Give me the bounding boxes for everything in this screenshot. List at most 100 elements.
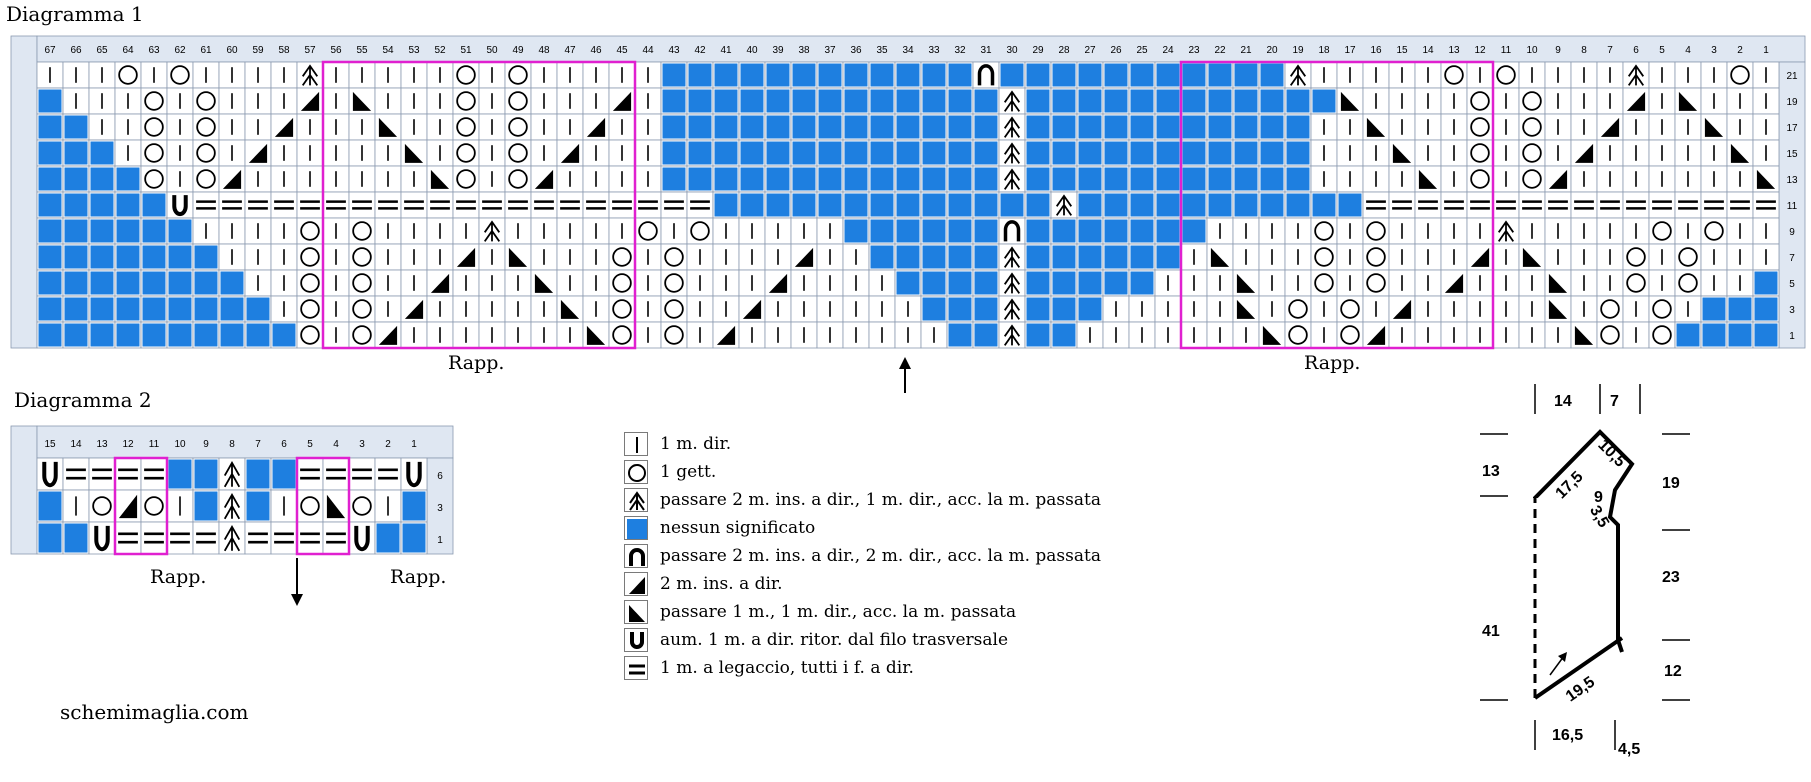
empty-blue-cell [116,271,140,295]
stitch-grid [36,61,1780,349]
empty-blue-cell [974,89,998,113]
yarn-over-symbol [300,496,320,516]
column-number: 18 [1318,45,1330,56]
column-header-band [36,35,1806,63]
empty-blue-cell [922,63,946,87]
ssk-symbol [1704,117,1724,137]
empty-blue-cell [792,63,816,87]
yarn-over-symbol [300,221,320,241]
yarn-over-symbol [144,496,164,516]
k2tog-symbol [586,117,606,137]
empty-blue-cell [714,167,738,191]
empty-blue-cell [948,297,972,321]
empty-blue-cell [818,115,842,139]
empty-blue-cell [766,63,790,87]
k2tog-symbol [456,247,476,267]
empty-blue-cell [1026,297,1050,321]
column-number: 29 [1032,45,1044,56]
row-number: 1 [1789,331,1795,342]
empty-blue-cell [792,89,816,113]
empty-blue-cell [896,167,920,191]
k2tog-symbol [1392,299,1412,319]
empty-blue-cell [792,167,816,191]
empty-blue-cell [38,491,62,521]
grid-cell [374,457,402,491]
empty-blue-cell [688,167,712,191]
column-number: 20 [1266,45,1278,56]
empty-blue-cell [168,459,192,489]
grid-cell [322,521,350,555]
empty-blue-cell [714,193,738,217]
empty-blue-cell [740,141,764,165]
empty-blue-cell [922,193,946,217]
column-number: 50 [486,45,498,56]
grid-cell [686,191,714,219]
empty-blue-cell [272,323,296,347]
empty-blue-cell [662,167,686,191]
garter-symbol [1704,200,1724,210]
ssk-symbol [508,247,528,267]
empty-blue-cell [714,115,738,139]
ssk-symbol [1548,299,1568,319]
column-number: 41 [720,45,732,56]
k2tog-symbol [612,91,632,111]
garter-symbol [326,532,346,544]
row-number: 5 [1789,279,1795,290]
grid-cell [1752,191,1780,219]
column-number: 37 [824,45,836,56]
garter-symbol [1548,200,1568,210]
empty-blue-cell [1208,167,1232,191]
empty-blue-cell [1208,89,1232,113]
repeat-frame [1179,60,1495,350]
empty-blue-cell [974,167,998,191]
empty-blue-cell [1104,115,1128,139]
empty-blue-cell [662,63,686,87]
empty-blue-cell [1026,271,1050,295]
empty-blue-cell [1312,89,1336,113]
empty-blue-cell [844,141,868,165]
empty-blue-cell [1156,167,1180,191]
column-number: 54 [382,45,394,56]
empty-blue-cell [64,141,88,165]
yarn-over-symbol [690,221,710,241]
k2tog-symbol [274,117,294,137]
empty-blue-cell [1130,63,1154,87]
legend-row: aum. 1 m. a dir. ritor. dal filo trasver… [624,628,1224,652]
column-number: 21 [1240,45,1252,56]
dim-right-main: 23 [1662,569,1680,586]
empty-blue-cell [1104,193,1128,217]
yarn-over-symbol [612,325,632,345]
double-decrease-symbol [1003,168,1021,190]
empty-blue-cell [896,245,920,269]
empty-blue-cell [1104,219,1128,243]
grid-cell [530,191,558,219]
double-decrease-symbol [1003,116,1021,138]
legend-label: passare 1 m., 1 m. dir., acc. la m. pass… [660,602,1017,622]
empty-blue-cell [38,141,62,165]
yarn-over-symbol [1314,247,1334,267]
column-number: 6 [281,439,287,450]
stitch-grid [36,457,428,555]
column-number: 51 [460,45,472,56]
empty-blue-cell [922,167,946,191]
ssk-symbol [1522,247,1542,267]
empty-blue-cell [220,297,244,321]
empty-blue-cell [1260,193,1284,217]
empty-blue-cell [64,245,88,269]
yarn-over-symbol [508,91,528,111]
yarn-over-symbol [170,65,190,85]
column-number: 53 [408,45,420,56]
yarn-over-symbol [1470,91,1490,111]
column-number: 3 [1711,45,1717,56]
empty-blue-cell [1000,63,1024,87]
website-label: schemimaglia.com [60,700,249,724]
column-number: 23 [1188,45,1200,56]
ssk-symbol [1236,273,1256,293]
empty-blue-cell [1156,219,1180,243]
grid-cell [244,521,272,555]
legend-label: 1 gett. [660,462,717,482]
grid-cell [452,191,480,219]
column-number: 24 [1162,45,1174,56]
column-number: 15 [44,439,56,450]
empty-blue-cell [870,167,894,191]
